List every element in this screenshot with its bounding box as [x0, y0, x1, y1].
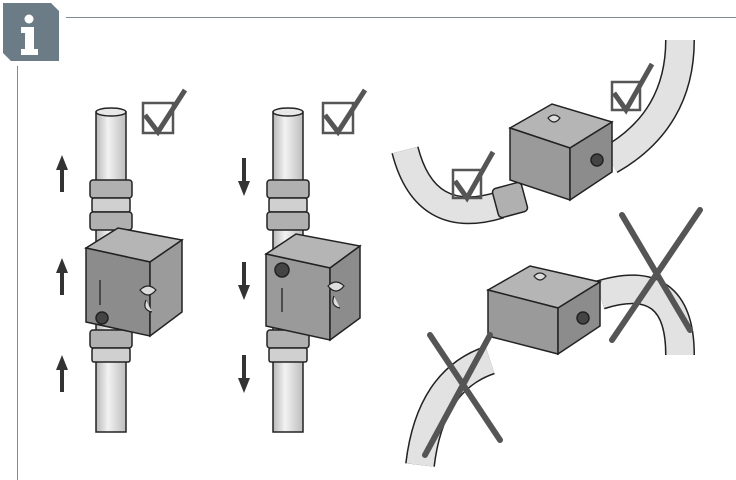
vertical-pump-upward-flow	[56, 88, 188, 433]
info-icon	[3, 3, 59, 61]
checkmark-icon	[321, 88, 368, 137]
horizontal-pump-incorrect	[405, 207, 703, 468]
horizontal-pump-correct	[391, 39, 695, 225]
vertical-pump-downward-flow	[238, 88, 368, 433]
frame-left-line	[17, 66, 18, 480]
arrow-up-icon	[56, 155, 68, 392]
cross-icon	[422, 207, 703, 458]
checkmark-icon	[141, 88, 188, 137]
frame-top-line	[66, 17, 736, 18]
arrow-down-icon	[238, 158, 250, 393]
checkmark-icon	[451, 62, 655, 203]
